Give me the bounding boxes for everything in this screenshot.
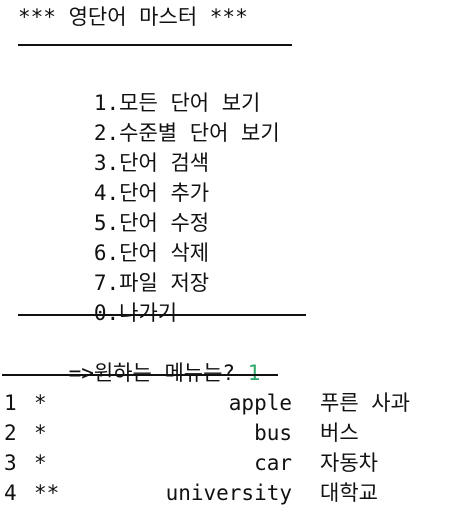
menu-prompt[interactable]: =>원하는 메뉴는? 1 [18, 328, 261, 385]
menu-item-label: 단어 검색 [119, 151, 210, 175]
word-index: 3 [4, 451, 17, 475]
separator-list-top [2, 374, 278, 376]
menu-item-delete[interactable]: 6.단어 삭제 [18, 208, 209, 265]
word-index: 4 [4, 481, 17, 505]
menu-item-number: 2. [93, 121, 120, 145]
menu-item-add[interactable]: 4.단어 추가 [18, 148, 209, 205]
separator-top [18, 44, 292, 46]
prompt-text: =>원하는 메뉴는? [68, 361, 248, 385]
word-meaning: 대학교 [320, 481, 378, 505]
word-english: university [165, 481, 292, 505]
app-title: *** 영단어 마스터 *** [18, 5, 248, 29]
separator-menu-bottom [18, 314, 306, 316]
word-english: car [254, 451, 292, 475]
word-level: * [34, 391, 47, 415]
word-english: bus [254, 421, 292, 445]
menu-item-edit[interactable]: 5.단어 수정 [18, 178, 209, 235]
menu-item-search[interactable]: 3.단어 검색 [18, 118, 209, 175]
menu-item-label: 파일 저장 [119, 271, 210, 295]
menu-item-label: 단어 수정 [119, 211, 210, 235]
menu-item-label: 나가기 [119, 301, 178, 325]
menu-item-number: 0. [93, 301, 120, 325]
word-index: 1 [4, 391, 17, 415]
menu-item-exit[interactable]: 0.나가기 [18, 268, 177, 325]
word-meaning: 푸른 사과 [320, 391, 410, 415]
word-row: 2 * bus 버스 [0, 418, 460, 448]
menu-item-number: 1. [93, 91, 120, 115]
menu-item-view-all[interactable]: 1.모든 단어 보기 [18, 58, 261, 115]
word-level: * [34, 421, 47, 445]
menu-item-view-by-level[interactable]: 2.수준별 단어 보기 [18, 88, 280, 145]
word-row: 4 ** university 대학교 [0, 478, 460, 508]
prompt-input-value[interactable]: 1 [247, 361, 261, 385]
menu-item-save-file[interactable]: 7.파일 저장 [18, 238, 209, 295]
word-level: ** [34, 481, 60, 505]
menu-item-number: 3. [93, 151, 120, 175]
word-meaning: 자동차 [320, 451, 378, 475]
word-row: 1 * apple 푸른 사과 [0, 388, 460, 418]
word-row: 3 * car 자동차 [0, 448, 460, 478]
menu-item-number: 5. [93, 211, 120, 235]
menu-item-number: 4. [93, 181, 120, 205]
menu-item-label: 단어 삭제 [119, 241, 210, 265]
menu-item-number: 7. [93, 271, 120, 295]
word-level: * [34, 451, 47, 475]
word-english: apple [228, 391, 292, 415]
menu-item-label: 수준별 단어 보기 [119, 121, 280, 145]
word-index: 2 [4, 421, 17, 445]
word-meaning: 버스 [320, 421, 359, 445]
menu-item-label: 모든 단어 보기 [119, 91, 261, 115]
menu-item-label: 단어 추가 [119, 181, 210, 205]
menu-item-number: 6. [93, 241, 120, 265]
